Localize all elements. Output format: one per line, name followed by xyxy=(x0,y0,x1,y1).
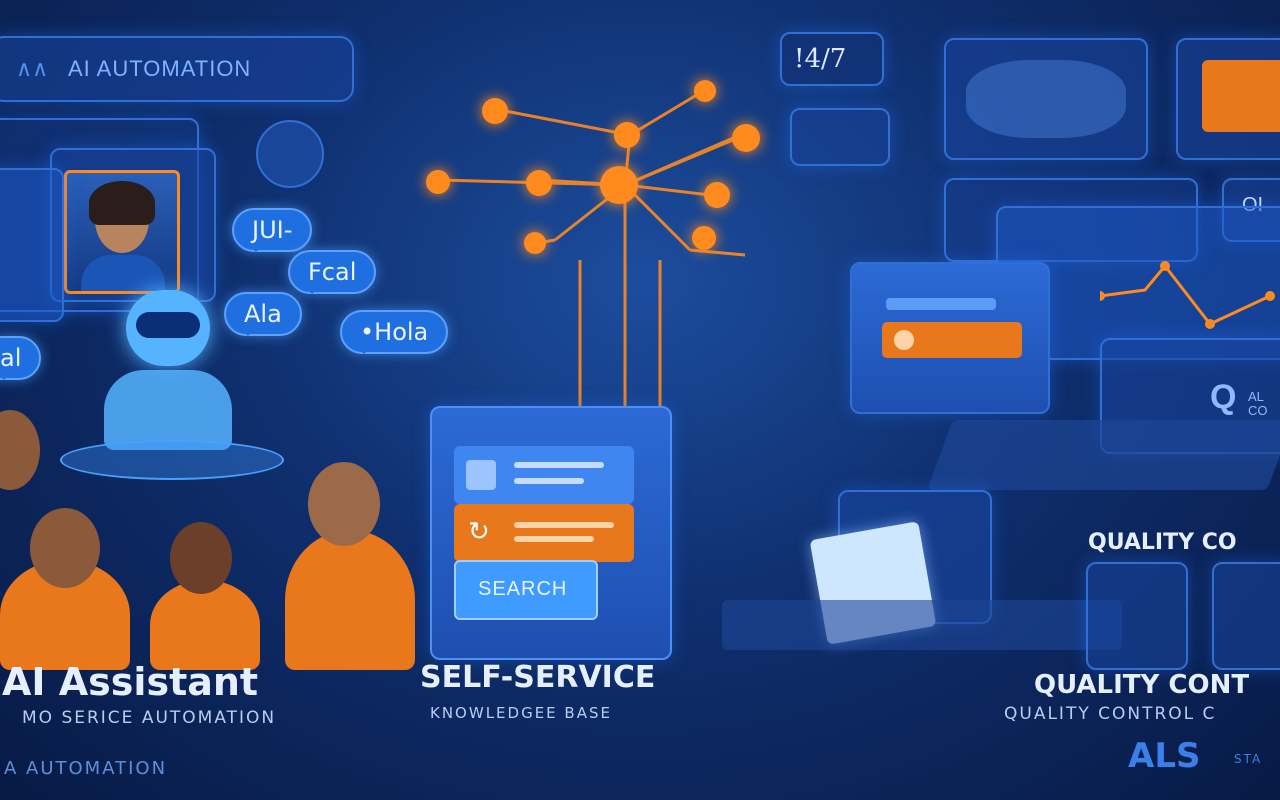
speech-bubble-1: JUI- xyxy=(232,208,313,252)
person-1-head xyxy=(30,508,100,588)
quality-title: QUALITY CONT xyxy=(1034,670,1250,700)
status-badge: !4/7 xyxy=(780,32,884,86)
world-map-panel xyxy=(944,38,1148,160)
network-node xyxy=(692,226,716,250)
header-title: AI AUTOMATION xyxy=(68,56,252,81)
screen-sub: AL CO xyxy=(1248,389,1268,418)
network-node xyxy=(524,232,546,254)
user-card-panel xyxy=(850,262,1050,414)
device-2 xyxy=(1212,562,1280,670)
robot-icon xyxy=(60,290,290,480)
network-node xyxy=(526,170,552,196)
refresh-icon: ↻ xyxy=(468,516,490,546)
self-service-subtitle: KNOWLEDGEE BASE xyxy=(430,704,612,722)
line-chart xyxy=(1100,261,1275,329)
network-node xyxy=(482,98,508,124)
speech-bubble-2: Fcal xyxy=(288,250,377,294)
result-card[interactable]: ↻ xyxy=(454,504,634,562)
avatar-panel xyxy=(50,148,216,302)
left-footer: A AUTOMATION xyxy=(4,758,168,779)
world-map-icon xyxy=(966,60,1126,138)
person-2 xyxy=(150,580,260,670)
user-icon xyxy=(894,330,914,350)
person-3-head xyxy=(308,462,380,546)
card-icon xyxy=(1202,60,1280,132)
quality-heading: QUALITY CO xyxy=(1088,530,1237,555)
person-4-head xyxy=(0,410,40,490)
network-node xyxy=(732,124,760,152)
avatar xyxy=(64,170,180,294)
person-3 xyxy=(285,530,415,670)
person-2-head xyxy=(170,522,232,594)
ai-assistant-subtitle: MO SERICE AUTOMATION xyxy=(22,708,277,728)
device-1 xyxy=(1086,562,1188,670)
network-node xyxy=(694,80,716,102)
network-node-hub xyxy=(600,166,638,204)
network-node xyxy=(614,122,640,148)
speech-bubble-3: Ala xyxy=(224,292,302,336)
user-icon xyxy=(466,460,496,490)
left-card xyxy=(0,168,64,322)
als-logo-sub: STA xyxy=(1234,752,1263,766)
network-node xyxy=(704,182,730,208)
search-button[interactable]: SEARCH xyxy=(454,560,598,620)
self-service-tablet: ↻ SEARCH xyxy=(430,406,672,660)
ai-assistant-title: AI Assistant xyxy=(2,660,259,704)
self-service-title: SELF-SERVICE xyxy=(420,660,656,695)
card-panel-top-right xyxy=(1176,38,1280,160)
network-graph xyxy=(439,88,746,420)
search-button-label: SEARCH xyxy=(478,578,568,600)
text-line xyxy=(514,478,584,484)
desk-surface xyxy=(722,600,1122,650)
text-line xyxy=(886,298,996,310)
user-row[interactable] xyxy=(882,322,1022,358)
logo-icon: ∧∧ xyxy=(16,56,49,81)
chat-bubble-panel xyxy=(790,108,890,166)
network-node xyxy=(426,170,450,194)
keyboard-desk xyxy=(927,420,1280,490)
badge-text: !4/7 xyxy=(794,44,847,74)
text-line xyxy=(514,522,614,528)
screen-label: Q xyxy=(1210,378,1237,416)
text-line xyxy=(514,536,594,542)
speech-bubble-5: al xyxy=(0,336,42,380)
header-pill: ∧∧ AI AUTOMATION xyxy=(0,36,354,102)
quality-subtitle: QUALITY CONTROL C xyxy=(1004,704,1217,724)
als-logo: ALS xyxy=(1128,736,1201,776)
text-line xyxy=(514,462,604,468)
globe-icon xyxy=(256,120,324,188)
profile-card[interactable] xyxy=(454,446,634,504)
speech-bubble-4: •Hola xyxy=(340,310,449,354)
